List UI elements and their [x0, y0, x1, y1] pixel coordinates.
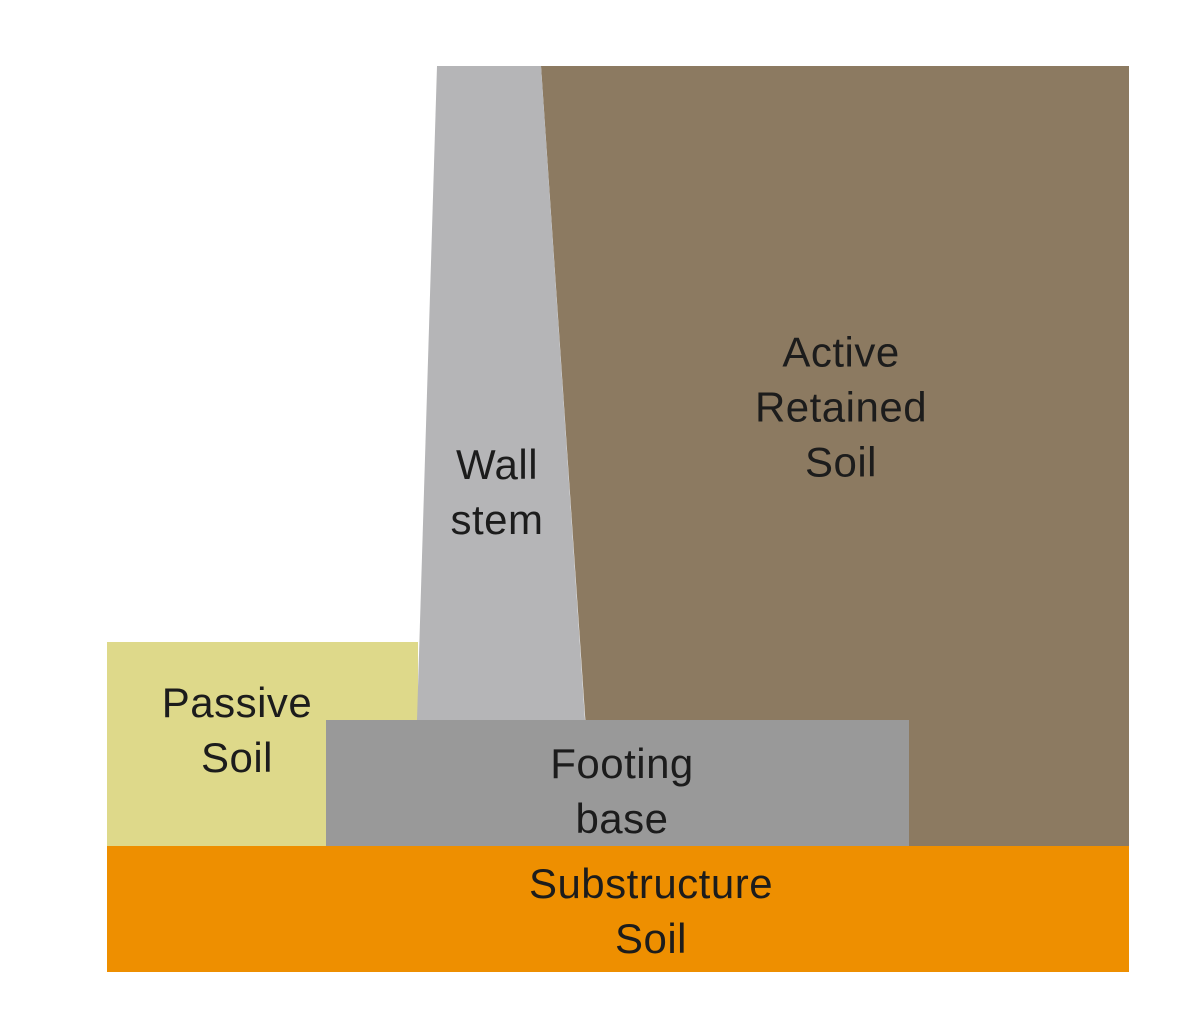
- substructure-soil-shape: [107, 846, 1129, 972]
- wall-stem-shape: [417, 66, 585, 720]
- footing-base-shape: [326, 720, 909, 847]
- active-retained-soil-shape: [541, 66, 1129, 847]
